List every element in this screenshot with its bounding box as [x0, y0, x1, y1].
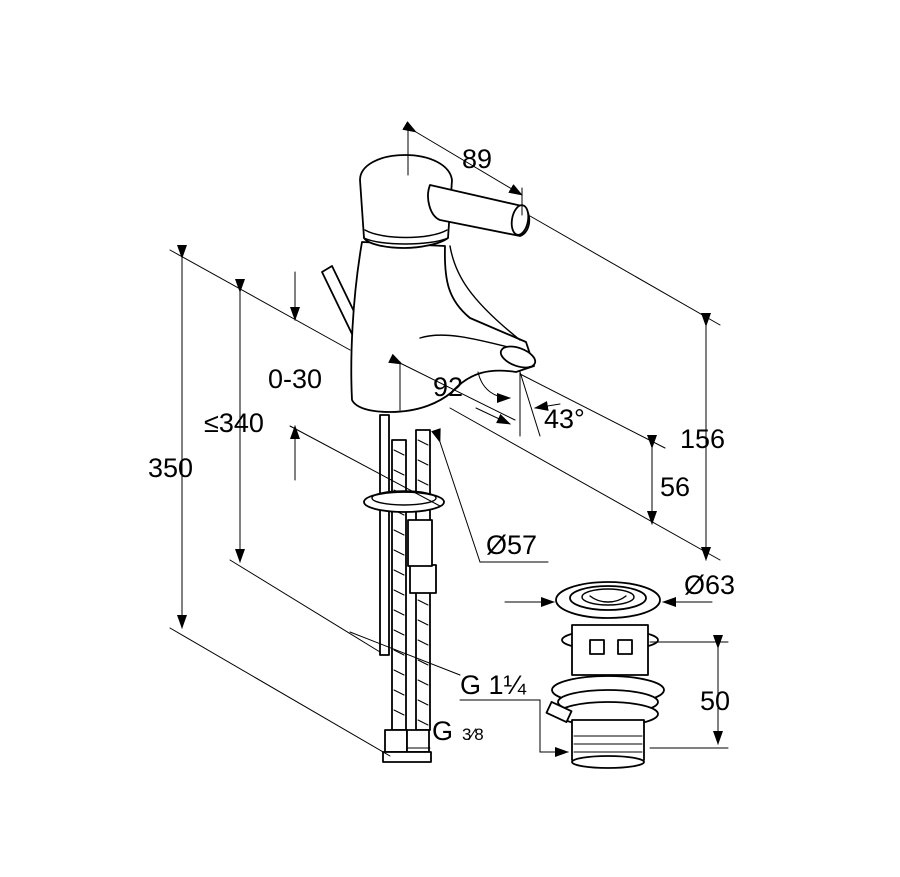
dimension-lines	[169, 121, 729, 757]
thread-g38-letter: G	[432, 716, 453, 746]
dim-89-label: 89	[462, 144, 492, 174]
dim-340-label: ≤340	[204, 408, 264, 438]
dimension-labels: 89 156 350 ≤340 0-30 92 43° 56 Ø57 Ø63 5…	[148, 144, 735, 746]
dim-57-label: Ø57	[486, 530, 537, 560]
dim-43-label: 43°	[544, 404, 585, 434]
faucet	[321, 154, 537, 763]
supply-hoses	[379, 414, 437, 763]
dim-56-label: 56	[660, 472, 690, 502]
dim-92-label: 92	[433, 372, 463, 402]
dim-50-label: 50	[700, 686, 730, 716]
dim-156-label: 156	[680, 424, 725, 454]
dim-350-label: 350	[148, 453, 193, 483]
dim-0-30-label: 0-30	[268, 364, 322, 394]
thread-g38-fraction: 3⁄8	[462, 725, 484, 744]
dim-63-label: Ø63	[684, 570, 735, 600]
popup-waste	[545, 581, 665, 769]
thread-g114-label: G 1¼	[460, 670, 527, 700]
